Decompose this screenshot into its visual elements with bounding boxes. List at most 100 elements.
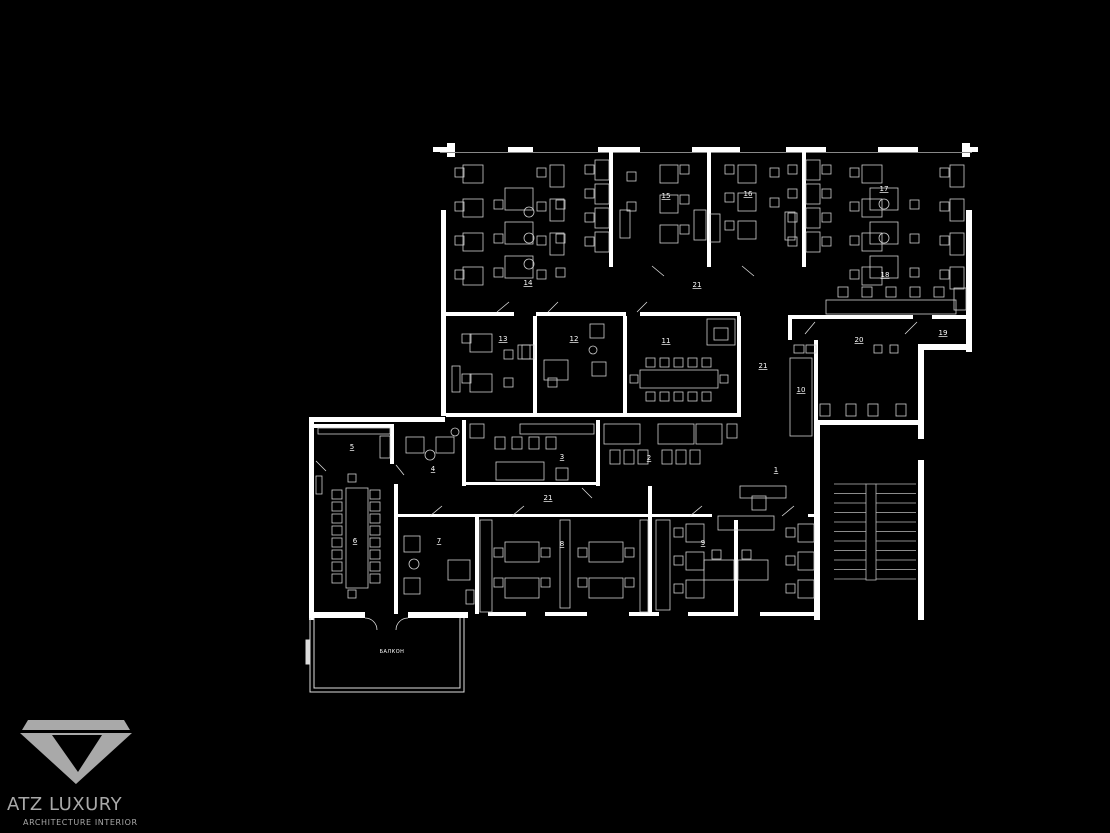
chair	[331, 549, 343, 560]
desk	[588, 541, 624, 563]
chair	[679, 194, 690, 205]
cabinet	[713, 327, 729, 341]
chair	[331, 537, 343, 548]
room-label-7: 7	[437, 537, 441, 545]
chair	[584, 212, 595, 223]
room-label-17: 17	[880, 185, 889, 193]
desk	[949, 164, 965, 188]
chair	[939, 269, 950, 280]
chair	[849, 235, 860, 246]
desk	[549, 164, 565, 188]
chair	[493, 267, 504, 278]
desk	[504, 221, 534, 245]
chair	[939, 167, 950, 178]
toilet	[819, 403, 831, 417]
chair	[849, 201, 860, 212]
chair	[701, 391, 712, 402]
reception-desk	[739, 485, 787, 499]
desk	[737, 164, 757, 184]
chair	[369, 489, 381, 500]
room-label-19: 19	[939, 329, 948, 337]
room-label-4: 4	[431, 465, 436, 473]
chair	[369, 549, 381, 560]
room-label-9: 9	[701, 539, 705, 547]
chair	[626, 171, 637, 182]
chair	[494, 436, 506, 450]
room-label-21-lower: 21	[544, 494, 553, 502]
chair	[821, 236, 832, 247]
desk	[659, 224, 679, 244]
desk	[594, 207, 610, 229]
counter	[519, 423, 595, 435]
desk	[737, 220, 757, 240]
chair	[454, 269, 465, 280]
chair	[673, 357, 684, 368]
desk	[462, 232, 484, 252]
chair	[461, 373, 472, 384]
stair-well	[865, 483, 877, 581]
chair	[369, 573, 381, 584]
chair	[369, 561, 381, 572]
chair	[769, 197, 780, 208]
cabinet	[706, 318, 736, 346]
chair	[540, 547, 551, 558]
chair	[675, 449, 687, 465]
toilet	[845, 403, 857, 417]
chair	[689, 449, 701, 465]
chair	[939, 235, 950, 246]
chair	[645, 391, 656, 402]
toilet	[867, 403, 879, 417]
brand-tagline: ARCHITECTURE INTERIOR	[23, 818, 138, 827]
chair	[493, 577, 504, 588]
desk	[594, 159, 610, 181]
chair	[679, 164, 690, 175]
toilet	[895, 403, 907, 417]
chair	[785, 555, 796, 566]
sofa	[695, 423, 723, 445]
brand-name: ATZ LUXURY	[7, 794, 123, 815]
chair	[673, 527, 684, 538]
chair	[536, 235, 547, 246]
table	[495, 461, 545, 481]
shelf	[317, 427, 391, 435]
sofa	[603, 423, 641, 445]
desk	[685, 579, 705, 599]
cabinet	[379, 435, 391, 459]
chair	[493, 233, 504, 244]
chair	[528, 436, 540, 450]
conference-table	[345, 487, 369, 589]
chair	[837, 286, 849, 298]
room-label-8: 8	[560, 540, 564, 548]
desk	[543, 359, 569, 381]
cabinet	[619, 209, 631, 239]
shelving	[789, 357, 813, 437]
chair	[885, 286, 897, 298]
chair	[637, 449, 649, 465]
chair	[724, 192, 735, 203]
chair	[659, 357, 670, 368]
desk	[805, 183, 821, 205]
chair	[369, 537, 381, 548]
chair	[536, 167, 547, 178]
cabinet	[639, 519, 649, 613]
chair	[547, 377, 558, 388]
desk	[504, 577, 540, 599]
chair	[719, 374, 729, 384]
desk	[469, 333, 493, 353]
room-label-21-mid: 21	[759, 362, 768, 370]
chair	[536, 201, 547, 212]
sink	[889, 344, 899, 354]
sofa	[657, 423, 695, 445]
chair	[503, 377, 514, 388]
desk	[797, 523, 815, 543]
chair	[626, 201, 637, 212]
chair	[909, 286, 921, 298]
desk	[594, 183, 610, 205]
chair	[724, 220, 735, 231]
desk	[805, 231, 821, 253]
chair	[369, 525, 381, 536]
room-label-20: 20	[855, 336, 864, 344]
plant	[523, 232, 535, 244]
chair	[555, 233, 566, 244]
diamond-logo-icon	[20, 720, 132, 784]
